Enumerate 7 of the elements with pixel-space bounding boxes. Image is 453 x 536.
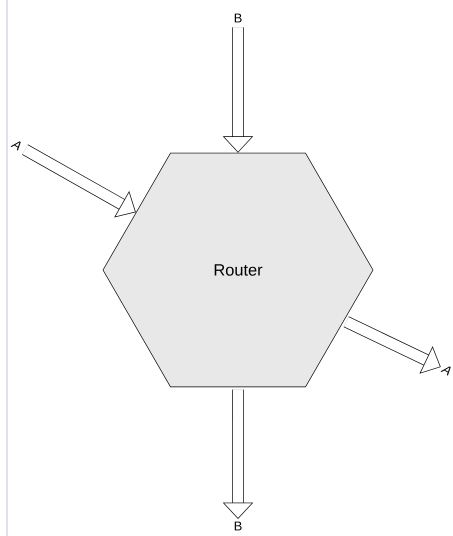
port-label: A — [440, 366, 451, 376]
block-arrow — [344, 316, 441, 374]
block-arrow — [22, 144, 136, 218]
router-hexagon: Router — [102, 152, 374, 388]
port-label: A — [10, 141, 21, 151]
port-label: B — [234, 522, 242, 530]
port-label: B — [234, 14, 242, 22]
